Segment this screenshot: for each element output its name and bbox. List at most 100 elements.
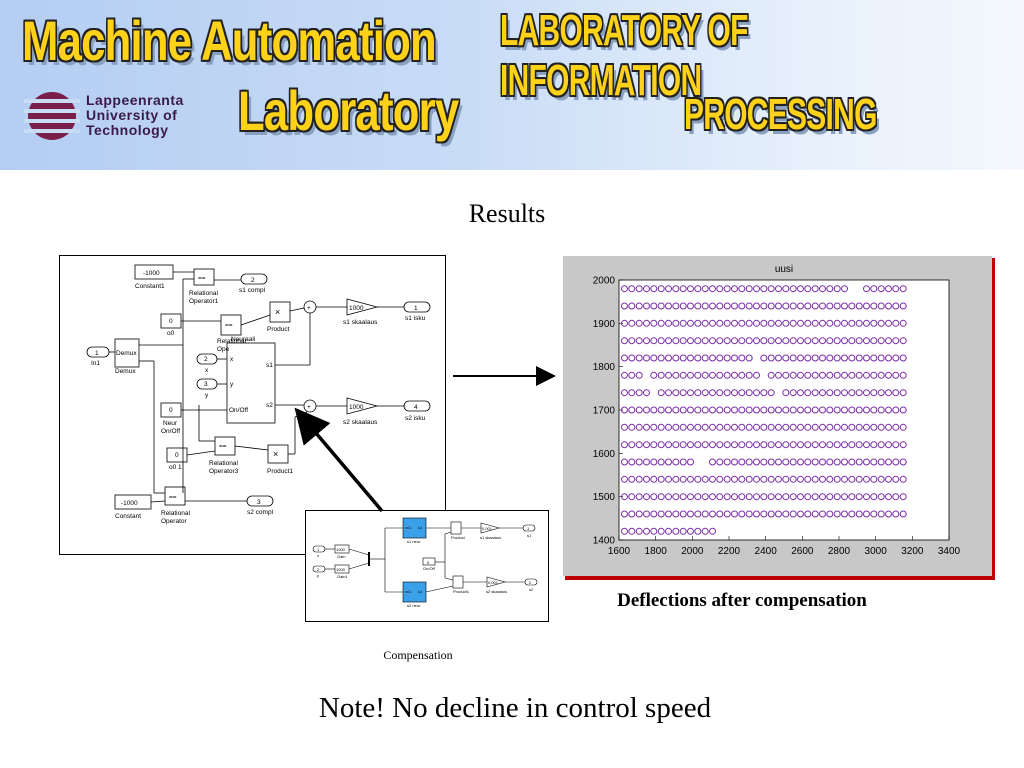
data-point	[716, 389, 724, 397]
data-point	[885, 475, 892, 483]
data-point	[899, 510, 907, 518]
data-point	[775, 354, 782, 362]
data-point	[877, 458, 885, 466]
data-point	[892, 458, 900, 466]
data-point	[899, 493, 907, 501]
data-point	[775, 458, 782, 466]
data-point	[650, 441, 658, 449]
chart-title: uusi	[775, 264, 793, 275]
sl-c0-name: o0	[167, 330, 175, 337]
data-point	[797, 319, 804, 327]
data-point	[731, 371, 738, 379]
comp-gain-b: 1000	[336, 567, 346, 572]
data-point	[694, 285, 702, 293]
sl-x-in-name: x	[205, 367, 209, 374]
data-point	[899, 319, 907, 327]
data-point	[811, 493, 819, 501]
sl-c01-value: 0	[175, 452, 179, 459]
data-point	[804, 319, 812, 327]
data-point	[687, 475, 694, 483]
data-point	[665, 285, 672, 293]
data-point	[635, 441, 643, 449]
data-point	[811, 302, 819, 310]
sl-out3-name: s2 compl	[247, 509, 274, 516]
data-point	[701, 354, 709, 362]
data-point	[811, 371, 819, 379]
data-point	[819, 354, 826, 362]
data-point	[877, 475, 885, 483]
sl-relop2-sym: ==	[225, 322, 233, 329]
data-point	[731, 354, 738, 362]
data-point	[760, 458, 768, 466]
sl-out1-num: 1	[414, 305, 418, 312]
x-tick-label: 2600	[791, 546, 814, 557]
data-point	[804, 475, 812, 483]
comp-g1-name: s1 skaalaus	[480, 535, 501, 540]
data-point	[694, 527, 702, 535]
data-point	[804, 406, 812, 414]
data-point	[635, 389, 643, 397]
data-point	[723, 423, 731, 431]
data-point	[760, 389, 768, 397]
data-point	[775, 475, 782, 483]
data-point	[870, 337, 878, 345]
data-point	[870, 423, 878, 431]
data-point	[709, 527, 716, 535]
sl-c0-value: 0	[169, 318, 173, 325]
data-point	[833, 302, 841, 310]
sl-in1-name: In1	[91, 360, 100, 367]
sl-x-in-num: 2	[204, 356, 208, 363]
sl-relop1-name1: Relational	[189, 290, 218, 297]
sl-relop1-sym: ==	[198, 275, 206, 282]
sl-gain2-value: 1000	[349, 404, 364, 411]
data-point	[775, 302, 782, 310]
data-point	[877, 354, 885, 362]
university-logo-icon	[24, 92, 80, 140]
sl-relop-sym: ==	[169, 494, 177, 501]
data-point	[665, 510, 672, 518]
data-point	[701, 493, 709, 501]
data-point	[811, 319, 819, 327]
data-point	[863, 337, 870, 345]
data-point	[753, 389, 760, 397]
data-point	[885, 406, 892, 414]
sl-product-name: Product	[267, 326, 290, 333]
data-point	[635, 406, 643, 414]
comp-gain-b-name: Gain1	[337, 574, 348, 579]
data-point	[621, 475, 628, 483]
data-point	[643, 510, 650, 518]
data-point	[709, 423, 716, 431]
data-point	[855, 423, 863, 431]
data-point	[819, 319, 826, 327]
data-point	[811, 441, 819, 449]
data-point	[855, 302, 863, 310]
data-point	[811, 285, 819, 293]
data-point	[745, 285, 753, 293]
data-point	[899, 441, 907, 449]
data-point	[855, 441, 863, 449]
data-point	[789, 510, 797, 518]
x-tick-label: 3400	[938, 546, 961, 557]
data-point	[767, 371, 775, 379]
data-point	[841, 458, 848, 466]
data-point	[672, 389, 680, 397]
data-point	[635, 423, 643, 431]
data-point	[635, 493, 643, 501]
data-point	[709, 458, 716, 466]
data-point	[731, 493, 738, 501]
data-point	[826, 510, 834, 518]
comp-in-y-num: 2	[317, 567, 320, 572]
data-point	[789, 371, 797, 379]
data-point	[767, 285, 775, 293]
data-point	[826, 475, 834, 483]
data-point	[665, 406, 672, 414]
data-point	[665, 319, 672, 327]
data-point	[709, 510, 716, 518]
data-point	[833, 285, 841, 293]
data-point	[687, 493, 694, 501]
sl-relop2-name2: Ope	[217, 346, 230, 353]
data-point	[877, 302, 885, 310]
data-point	[679, 337, 687, 345]
data-point	[657, 302, 665, 310]
data-point	[892, 493, 900, 501]
